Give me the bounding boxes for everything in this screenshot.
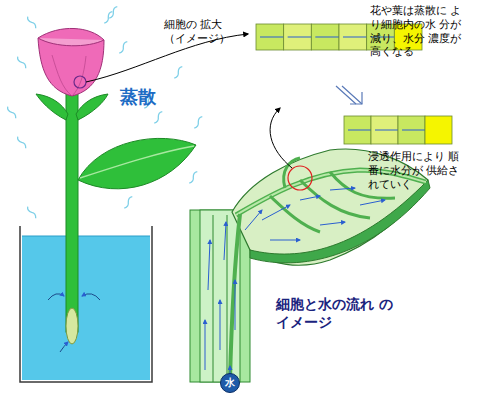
process-label: 蒸散 <box>120 86 180 109</box>
label-text: 細胞の 拡大 （イメージ） <box>164 18 230 45</box>
figure-caption: 細胞と水の流れ のイメージ <box>276 296 400 331</box>
node-text: 水 <box>225 378 235 388</box>
note-text: 花や葉は蒸散に より細胞内の水 分が減り、水分 濃度が高くなる <box>370 4 466 59</box>
water-circle: 水 <box>220 373 240 393</box>
label-text: 花や葉は蒸散に より細胞内の水 分が減り、水分 濃度が高くなる <box>370 4 462 58</box>
stem-section <box>190 210 250 382</box>
flow-arrows <box>205 188 385 382</box>
leaf <box>36 94 196 189</box>
cell-strip <box>344 116 452 144</box>
cell-caption: 細胞の 拡大 （イメージ） <box>164 18 244 46</box>
down-arrow-head <box>350 92 362 104</box>
leaf-section <box>230 108 430 380</box>
note-text: 浸透作用により 順番に水分が 供給されていく <box>368 150 462 191</box>
beaker <box>20 226 152 382</box>
label-text: 細胞と水の流れ のイメージ <box>276 296 393 330</box>
label-text: 蒸散 <box>120 86 156 107</box>
down-arrow <box>336 86 362 104</box>
flower-stem <box>48 92 100 352</box>
label-text: 浸透作用により 順番に水分が 供給されていく <box>368 150 460 191</box>
